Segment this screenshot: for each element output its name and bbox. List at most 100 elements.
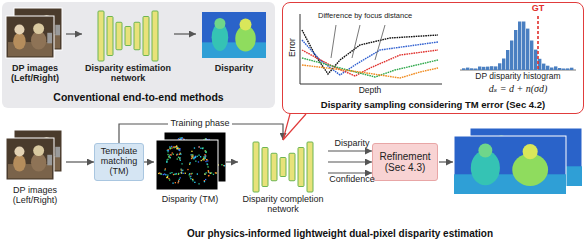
tm-point [209,140,210,141]
tm-point [189,157,190,158]
tm-point [167,176,168,177]
tm-point [169,165,170,166]
tm-point [197,166,198,167]
tm-point [183,175,184,176]
tm-point [201,160,202,161]
tm-point [195,157,196,158]
tm-point [166,177,167,178]
tm-point [206,152,207,153]
tm-point [194,165,195,166]
tm-point [206,138,207,139]
tm-point [224,165,225,166]
tm-point [166,161,167,162]
error-curve [302,65,438,78]
tm-point [176,143,177,144]
tm-point [192,180,193,181]
tm-point [205,147,206,148]
network-layer [262,148,268,187]
tm-point [195,161,196,162]
histogram-bar [502,59,505,71]
tm-point [195,160,196,161]
tm-point [169,146,170,147]
histogram-bar [538,59,541,70]
tm-point [203,152,204,153]
tm-point [166,159,167,160]
tm-point [187,147,188,148]
edge-label: Training phase [168,119,231,129]
disparity-region [214,18,225,29]
tm-point [202,166,203,167]
tm-point [171,154,172,155]
tm-point [177,147,178,148]
tm-point [177,148,178,149]
tm-point [173,163,174,164]
tm-point [179,139,180,140]
tm-point [168,156,169,157]
tm-point [180,177,181,178]
tm-point [170,154,171,155]
disparity-region [523,144,538,159]
node-text: Conventional end-to-end methods [53,92,223,104]
tm-point [205,157,206,158]
tm-point [191,173,192,174]
tm-point [204,158,205,159]
tm-point [193,166,194,167]
disparity-region [235,26,255,52]
histogram-bar [474,69,477,71]
tm-point [187,170,188,171]
process-box: Refinement (Sec 4.3) [372,143,438,181]
tm-point [200,143,201,144]
tm-point [167,175,168,176]
photo-table [8,164,52,178]
tm-point [190,162,191,163]
tm-point [209,149,210,150]
tm-point [185,150,186,151]
network-layer [307,142,313,192]
figure-caption: Our physics-informed lightweight dual-pi… [130,228,550,239]
tm-point [183,145,184,146]
tm-point [211,147,212,148]
tm-point [215,168,216,169]
tm-point [178,181,179,182]
tm-point [199,152,200,153]
tm-point [207,147,208,148]
tm-point [211,172,212,173]
tm-point [177,154,178,155]
disparity-region [487,143,516,178]
tm-ground [164,132,226,182]
tm-point [184,165,185,166]
network-block: Disparity estimation network [82,6,174,90]
tm-point [181,145,182,146]
tm-point [216,172,217,173]
tm-point [189,156,190,157]
tm-point [171,146,172,147]
histogram-bar [550,68,553,71]
tm-point [204,174,205,175]
tm-point [200,149,201,150]
tm-point [182,165,183,166]
tm-point [179,148,180,149]
tm-point [194,147,195,148]
tm-point [159,172,160,173]
tm-point [179,139,180,140]
photo-object [55,147,60,158]
tm-point [208,175,209,176]
tm-point [160,173,161,174]
tm-point [215,165,216,166]
disparity-region [539,136,554,151]
tm-point [203,159,204,160]
tm-point [215,164,216,165]
tm-point [207,164,208,165]
tm-point [211,149,212,150]
tm-point [191,154,192,155]
node-text: Disparity sampling considering TM error … [321,100,545,110]
network-block: Disparity completion network [238,140,328,218]
network-layer [143,17,149,56]
error-curve [302,58,438,77]
photo-figure [41,15,52,26]
tm-point [171,165,172,166]
tm-point [190,178,191,179]
photo-figure [31,153,46,171]
error-curve [302,50,438,76]
tm-point [196,160,197,161]
